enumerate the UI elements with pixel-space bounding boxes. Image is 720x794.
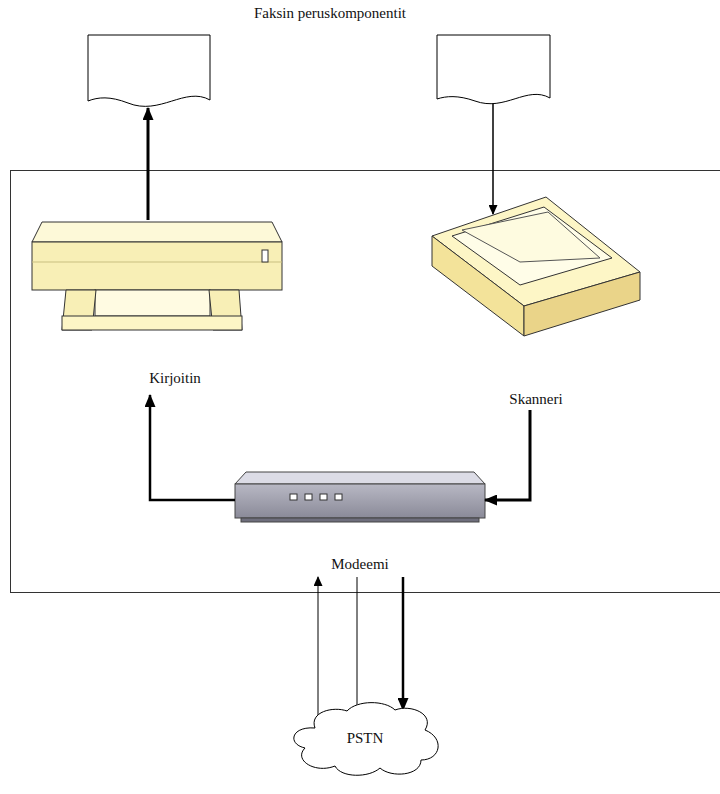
signal-connector bbox=[357, 577, 358, 707]
node-label: PSTN bbox=[347, 729, 384, 747]
signal-connector bbox=[318, 577, 319, 718]
scanner-picture bbox=[432, 197, 640, 336]
input-arrow bbox=[492, 104, 494, 214]
scanner-node: Skanneri bbox=[430, 190, 642, 410]
cloud-shape bbox=[294, 703, 438, 776]
modem-picture bbox=[235, 472, 485, 522]
output-document bbox=[88, 35, 210, 106]
printer-picture bbox=[32, 222, 282, 330]
pstn-cloud: PSTN bbox=[285, 698, 445, 778]
signal-connector bbox=[402, 577, 405, 710]
diagram-title: Faksin peruskomponentit bbox=[0, 5, 660, 22]
signal-connector bbox=[150, 395, 235, 500]
node-label: Modeemi bbox=[331, 555, 389, 573]
printer-node: Kirjoitin bbox=[30, 195, 282, 395]
node-label: Kirjoitin bbox=[149, 369, 201, 387]
modem-node: Modeemi bbox=[235, 465, 485, 577]
input-document bbox=[437, 35, 550, 104]
node-label: Skanneri bbox=[509, 390, 562, 408]
output-arrow bbox=[147, 108, 150, 220]
fax-housing bbox=[11, 171, 720, 593]
signal-connector bbox=[485, 410, 530, 500]
